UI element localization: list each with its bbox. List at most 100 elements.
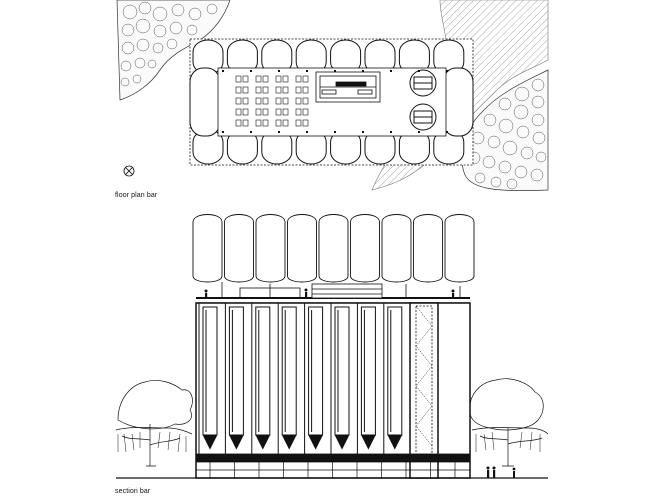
plan-desk bbox=[242, 97, 249, 105]
plan-desk-grid bbox=[235, 75, 309, 127]
plan-desk bbox=[235, 75, 242, 83]
section-tree-right bbox=[469, 378, 549, 467]
section-roof-figures bbox=[204, 288, 455, 298]
section-silo-top bbox=[224, 214, 254, 283]
plan-desk bbox=[255, 75, 262, 83]
plan-desk bbox=[255, 86, 262, 94]
plan-column bbox=[362, 70, 364, 72]
section-tree-left bbox=[115, 380, 193, 467]
plan-desk bbox=[282, 97, 289, 105]
plan-desk bbox=[302, 119, 309, 127]
plan-column bbox=[306, 70, 308, 72]
plan-column bbox=[418, 131, 420, 133]
plan-desk bbox=[255, 97, 262, 105]
plan-desk bbox=[295, 86, 302, 94]
plan-circular-rooms bbox=[409, 69, 437, 131]
plan-desk bbox=[275, 119, 282, 127]
section-hopper bbox=[202, 434, 218, 450]
plan-desk bbox=[275, 108, 282, 116]
plan-desk bbox=[302, 97, 309, 105]
section-silo-top bbox=[381, 214, 412, 283]
plan-central-element bbox=[315, 71, 381, 103]
plan-column bbox=[222, 70, 224, 72]
section-silo-top bbox=[318, 214, 349, 283]
section-silo-tops bbox=[192, 214, 475, 283]
plan-desk bbox=[295, 97, 302, 105]
section-hopper bbox=[228, 434, 244, 450]
section-stair-shaft bbox=[409, 302, 439, 479]
plan-column bbox=[418, 70, 420, 72]
plan-column bbox=[390, 70, 392, 72]
plan-silo-left bbox=[189, 67, 221, 137]
plan-desk bbox=[282, 75, 289, 83]
plan-desk bbox=[235, 119, 242, 127]
plan-column bbox=[446, 70, 448, 72]
plan-desk bbox=[262, 86, 269, 94]
plan-desk bbox=[302, 75, 309, 83]
plan-column bbox=[362, 131, 364, 133]
plan-desk bbox=[235, 97, 242, 105]
plan-column bbox=[334, 131, 336, 133]
plan-desk bbox=[282, 108, 289, 116]
plan-desk bbox=[255, 119, 262, 127]
plan-desk bbox=[295, 119, 302, 127]
plan-column bbox=[306, 131, 308, 133]
section-silo-top bbox=[350, 214, 380, 283]
section-silo-top bbox=[413, 214, 443, 283]
plan-silos bbox=[189, 39, 474, 165]
section-hopper bbox=[281, 434, 297, 450]
plan-desk bbox=[262, 97, 269, 105]
plan-desk bbox=[275, 97, 282, 105]
floor-plan-caption: floor plan bar bbox=[115, 192, 158, 199]
section-caption: section bar bbox=[115, 488, 151, 495]
plan-desk bbox=[295, 75, 302, 83]
plan-desk bbox=[282, 86, 289, 94]
section bbox=[115, 214, 549, 479]
tree-cluster-top-left bbox=[116, 0, 231, 101]
section-silo-top bbox=[287, 214, 317, 283]
section-hopper bbox=[255, 434, 271, 450]
plan-column bbox=[250, 131, 252, 133]
plan-desk bbox=[255, 108, 262, 116]
plan-desk bbox=[235, 108, 242, 116]
plan-column bbox=[446, 131, 448, 133]
section-silo-top bbox=[444, 214, 475, 283]
plan-column bbox=[222, 131, 224, 133]
section-hoppers bbox=[202, 434, 403, 450]
section-hopper bbox=[387, 434, 403, 450]
plan-desk bbox=[262, 119, 269, 127]
section-roof bbox=[196, 282, 470, 304]
plan-column bbox=[334, 70, 336, 72]
plan-column bbox=[278, 131, 280, 133]
section-ground-figures bbox=[486, 466, 516, 478]
plan-desk bbox=[242, 108, 249, 116]
plan-column bbox=[250, 70, 252, 72]
section-silo-top bbox=[255, 214, 286, 283]
plan-desk bbox=[282, 119, 289, 127]
plan-column bbox=[278, 70, 280, 72]
plan-silo-right bbox=[442, 67, 474, 137]
plan-desk bbox=[242, 86, 249, 94]
section-ground-band bbox=[195, 453, 471, 478]
plan-desk bbox=[262, 75, 269, 83]
section-silo-tubes bbox=[198, 303, 403, 454]
north-arrow-icon bbox=[123, 165, 135, 177]
plan-column bbox=[390, 131, 392, 133]
section-hopper bbox=[308, 434, 324, 450]
plan-desk bbox=[235, 86, 242, 94]
section-silo-top bbox=[192, 214, 223, 283]
section-hopper bbox=[334, 434, 350, 450]
tree-cluster-top-left-circles bbox=[120, 1, 218, 87]
plan-desk bbox=[275, 75, 282, 83]
plan-desk bbox=[242, 119, 249, 127]
floor-plan bbox=[116, 0, 549, 191]
section-hopper bbox=[360, 434, 376, 450]
plan-desk bbox=[302, 108, 309, 116]
plan-columns bbox=[222, 70, 448, 133]
plan-desk bbox=[262, 108, 269, 116]
plan-desk bbox=[275, 86, 282, 94]
plan-desk bbox=[302, 86, 309, 94]
plan-desk bbox=[242, 75, 249, 83]
plan-desk bbox=[295, 108, 302, 116]
